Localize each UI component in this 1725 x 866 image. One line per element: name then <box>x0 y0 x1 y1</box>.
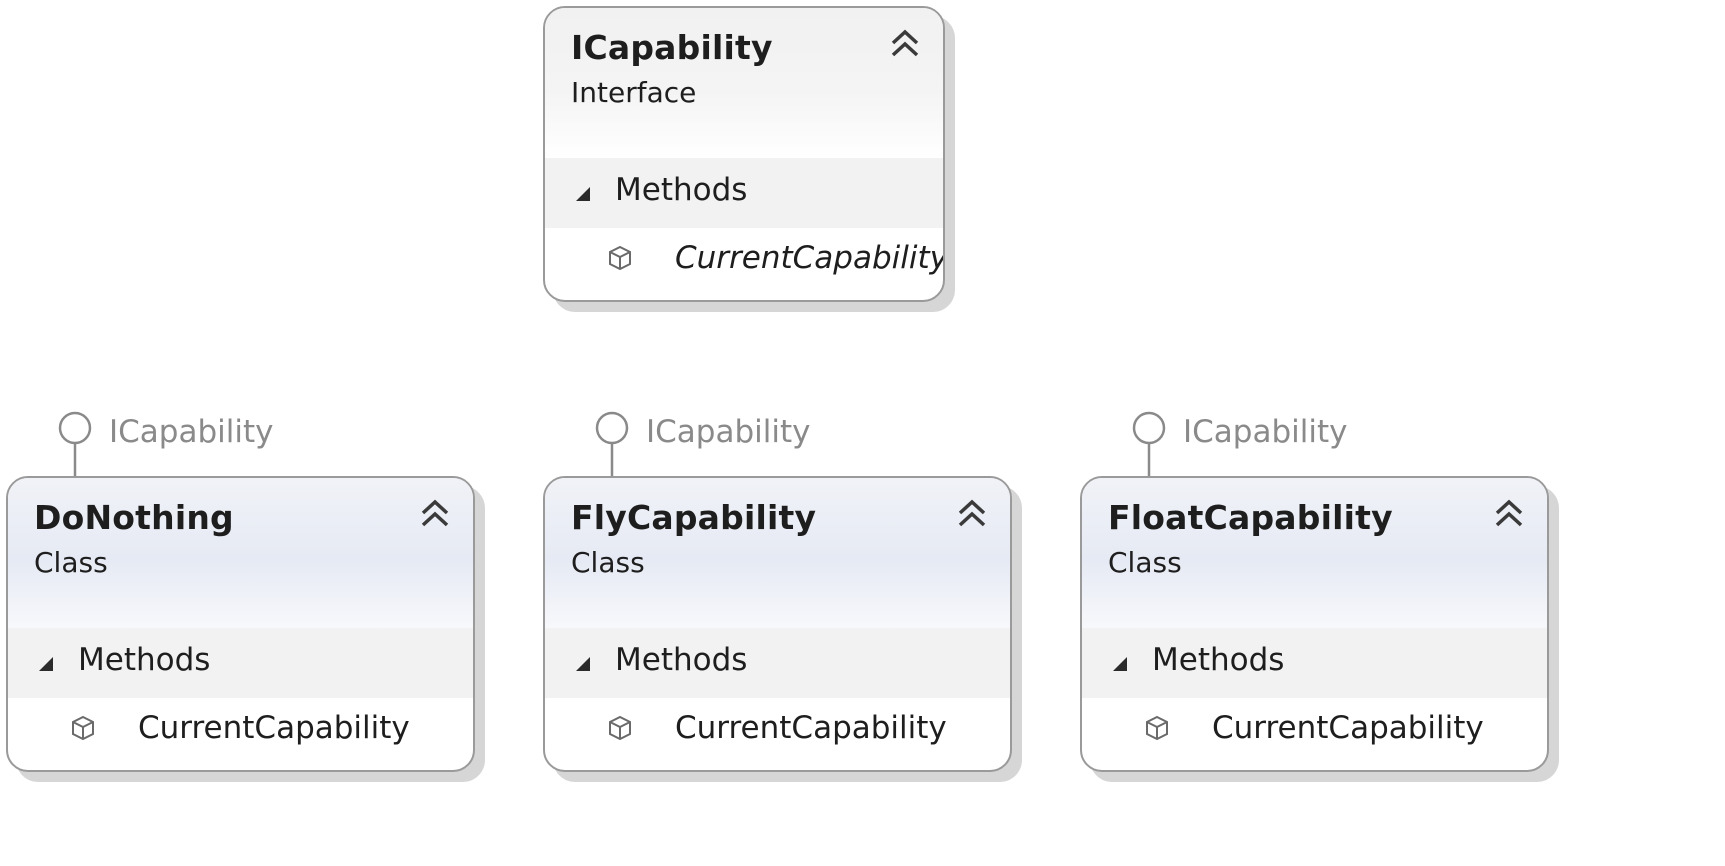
interface-lollipop-icon <box>595 411 629 477</box>
method-cube-icon <box>72 715 94 741</box>
interface-lollipop-icon <box>1132 411 1166 477</box>
method-row[interactable]: CurrentCapability <box>545 698 1010 762</box>
implements-label: ICapability <box>1183 414 1348 450</box>
type-kind: Class <box>1108 546 1182 579</box>
method-cube-icon <box>1146 715 1168 741</box>
methods-section-label: Methods <box>1152 642 1285 678</box>
type-title: ICapability <box>571 28 773 67</box>
interface-lollipop-icon <box>58 411 92 477</box>
type-title: DoNothing <box>34 498 234 537</box>
method-row[interactable]: CurrentCapability <box>545 228 943 292</box>
method-label: CurrentCapability <box>675 240 945 276</box>
class-box-flycapability[interactable]: FlyCapability Class Methods CurrentCapab… <box>543 476 1012 772</box>
expanded-triangle-icon[interactable] <box>38 656 54 672</box>
type-kind: Interface <box>571 76 697 109</box>
implements-label: ICapability <box>646 414 811 450</box>
type-kind: Class <box>34 546 108 579</box>
type-header: FloatCapability Class <box>1082 478 1547 629</box>
double-chevron-up-icon[interactable] <box>887 26 923 62</box>
expanded-triangle-icon[interactable] <box>575 186 591 202</box>
type-kind: Class <box>571 546 645 579</box>
class-box-donothing[interactable]: DoNothing Class Methods CurrentCapabilit… <box>6 476 475 772</box>
method-label: CurrentCapability <box>1212 710 1484 746</box>
type-title: FloatCapability <box>1108 498 1393 537</box>
type-header: ICapability Interface <box>545 8 943 159</box>
methods-section-header[interactable]: Methods <box>545 158 943 228</box>
implements-label: ICapability <box>109 414 274 450</box>
double-chevron-up-icon[interactable] <box>954 496 990 532</box>
expanded-triangle-icon[interactable] <box>575 656 591 672</box>
methods-section-header[interactable]: Methods <box>1082 628 1547 698</box>
methods-section-header[interactable]: Methods <box>8 628 473 698</box>
method-label: CurrentCapability <box>138 710 410 746</box>
type-header: DoNothing Class <box>8 478 473 629</box>
method-label: CurrentCapability <box>675 710 947 746</box>
double-chevron-up-icon[interactable] <box>1491 496 1527 532</box>
type-title: FlyCapability <box>571 498 817 537</box>
expanded-triangle-icon[interactable] <box>1112 656 1128 672</box>
methods-section-label: Methods <box>78 642 211 678</box>
class-box-floatcapability[interactable]: FloatCapability Class Methods CurrentCap… <box>1080 476 1549 772</box>
type-header: FlyCapability Class <box>545 478 1010 629</box>
method-cube-icon <box>609 715 631 741</box>
methods-section-header[interactable]: Methods <box>545 628 1010 698</box>
double-chevron-up-icon[interactable] <box>417 496 453 532</box>
method-row[interactable]: CurrentCapability <box>8 698 473 762</box>
method-cube-icon <box>609 245 631 271</box>
methods-section-label: Methods <box>615 642 748 678</box>
method-row[interactable]: CurrentCapability <box>1082 698 1547 762</box>
methods-section-label: Methods <box>615 172 748 208</box>
interface-box-icapability[interactable]: ICapability Interface Methods CurrentCap… <box>543 6 945 302</box>
